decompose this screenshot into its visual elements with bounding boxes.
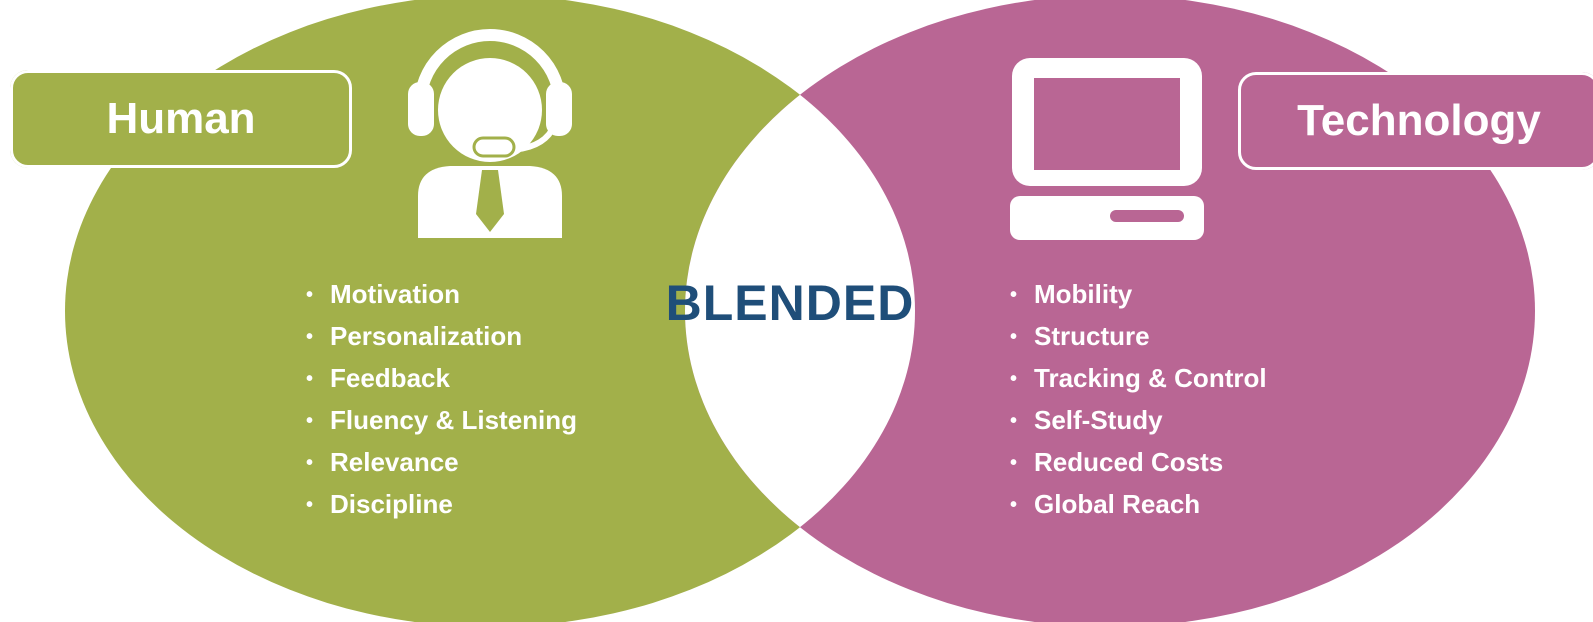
list-item: •Relevance: [306, 442, 577, 484]
list-item: •Self-Study: [1010, 400, 1267, 442]
bullet-icon: •: [306, 452, 314, 474]
bullet-icon: •: [306, 410, 314, 432]
bullet-icon: •: [1010, 410, 1018, 432]
human-label: Human: [10, 70, 352, 168]
bullet-icon: •: [1010, 368, 1018, 390]
list-item: •Personalization: [306, 316, 577, 358]
list-item: •Tracking & Control: [1010, 358, 1267, 400]
list-item: •Reduced Costs: [1010, 442, 1267, 484]
bullet-icon: •: [306, 494, 314, 516]
technology-label: Technology: [1238, 72, 1593, 170]
bullet-icon: •: [1010, 284, 1018, 306]
list-item: •Structure: [1010, 316, 1267, 358]
headset-agent-icon: [408, 29, 572, 238]
human-list: •Motivation •Personalization •Feedback •…: [306, 274, 577, 526]
bullet-icon: •: [1010, 494, 1018, 516]
bullet-icon: •: [1010, 452, 1018, 474]
list-item: •Feedback: [306, 358, 577, 400]
bullet-icon: •: [1010, 326, 1018, 348]
technology-list: •Mobility •Structure •Tracking & Control…: [1010, 274, 1267, 526]
list-item: •Global Reach: [1010, 484, 1267, 526]
computer-monitor-icon: [1010, 58, 1204, 240]
bullet-icon: •: [306, 368, 314, 390]
list-item: •Mobility: [1010, 274, 1267, 316]
list-item: •Discipline: [306, 484, 577, 526]
list-item: •Motivation: [306, 274, 577, 316]
list-item: •Fluency & Listening: [306, 400, 577, 442]
blended-label: BLENDED: [665, 275, 915, 331]
bullet-icon: •: [306, 326, 314, 348]
technology-label-bg: [1238, 72, 1593, 170]
bullet-icon: •: [306, 284, 314, 306]
human-label-bg: [10, 70, 352, 168]
